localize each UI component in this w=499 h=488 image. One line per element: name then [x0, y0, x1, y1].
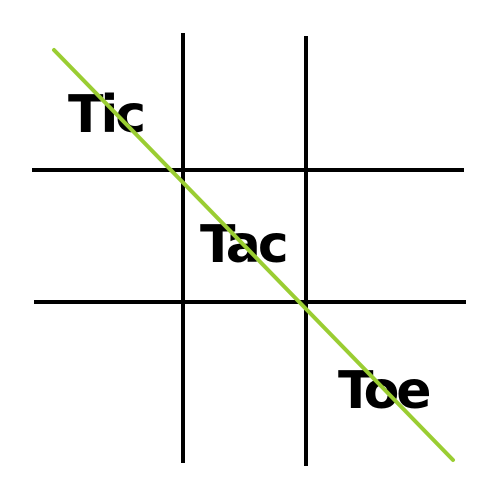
- winning-strike-line: [52, 48, 455, 462]
- cell-top-left[interactable]: Tic: [68, 85, 146, 145]
